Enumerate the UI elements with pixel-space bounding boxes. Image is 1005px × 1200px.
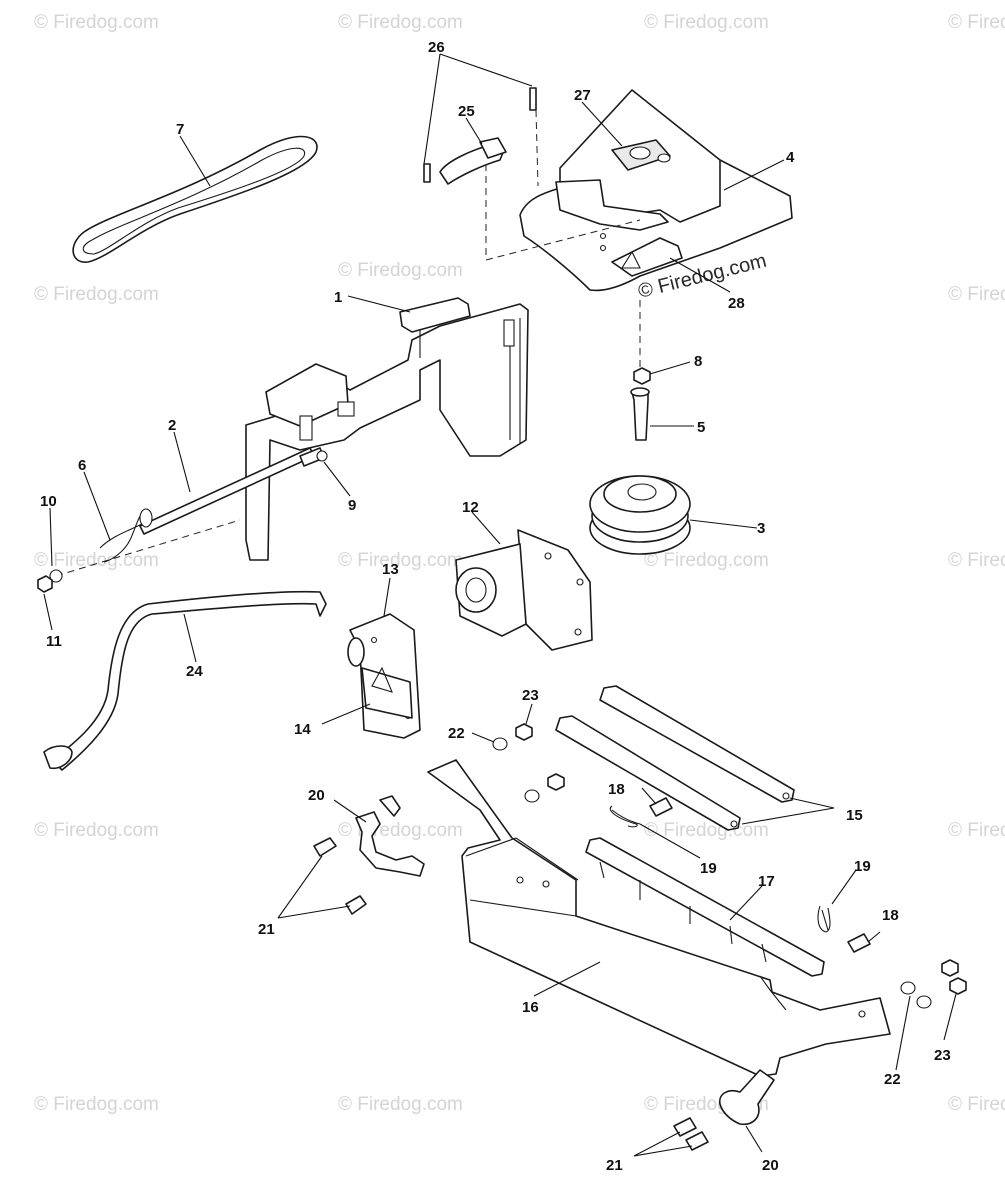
callout-27: 27 (574, 87, 591, 104)
watermark: © Firedog.com (644, 550, 769, 571)
callout-11: 11 (46, 633, 62, 650)
watermark: © Firedog.com (948, 550, 1005, 571)
callout-22b: 22 (884, 1071, 901, 1088)
callout-25: 25 (458, 103, 475, 120)
part-9-bolt (299, 447, 328, 467)
callout-5: 5 (697, 419, 705, 436)
part-18-pin (847, 933, 871, 953)
watermark: © Firedog.com (948, 284, 1005, 305)
watermark: © Firedog.com (338, 820, 463, 841)
part-18-pin (649, 797, 673, 817)
part-24-rod (43, 590, 327, 771)
callout-24: 24 (186, 663, 203, 680)
callout-4: 4 (786, 149, 795, 166)
leader-lines (43, 53, 957, 1157)
part-19-hairpin (817, 905, 831, 933)
watermark: © Firedog.com (338, 550, 463, 571)
part-16-frame (427, 759, 891, 1077)
callout-labels: 1 2 3 4 5 6 7 8 9 10 11 12 13 14 15 16 1… (40, 39, 951, 1174)
part-11-nut (37, 575, 53, 593)
callout-16: 16 (522, 999, 539, 1016)
callout-18a: 18 (608, 781, 625, 798)
part-20-bracket (355, 795, 425, 877)
callout-21a: 21 (258, 921, 275, 938)
watermark: © Firedog.com (338, 1094, 463, 1115)
part-19-hairpin (609, 805, 641, 828)
part-10-washer (49, 569, 63, 583)
callout-23b: 23 (934, 1047, 951, 1064)
callout-21b: 21 (606, 1157, 623, 1174)
callout-28: 28 (728, 295, 745, 312)
part-14-warning-decal (361, 666, 413, 719)
callout-23a: 23 (522, 687, 539, 704)
callout-1: 1 (334, 289, 342, 306)
callout-18b: 18 (882, 907, 899, 924)
callout-8: 8 (694, 353, 702, 370)
callout-14: 14 (294, 721, 311, 738)
watermark: © Firedog.com (948, 12, 1005, 33)
part-21-bolt (685, 1131, 709, 1151)
callout-7: 7 (176, 121, 184, 138)
part-22-washer (492, 737, 932, 1009)
part-23-nut (515, 723, 967, 995)
part-21-bolt (345, 895, 367, 915)
assembly-guide-lines (485, 109, 641, 370)
callout-12: 12 (462, 499, 479, 516)
watermark: © Firedog.com (34, 820, 159, 841)
watermark: © Firedog.com (34, 550, 159, 571)
watermark: © Firedog.com (338, 12, 463, 33)
callout-19a: 19 (700, 860, 717, 877)
callout-9: 9 (348, 497, 356, 514)
callout-26: 26 (428, 39, 445, 56)
callout-22a: 22 (448, 725, 465, 742)
watermark: © Firedog.com (644, 820, 769, 841)
watermark-layer: © Firedog.com © Firedog.com © Firedog.co… (34, 12, 1005, 1115)
part-15-bars (555, 685, 795, 831)
part-4-cover-panel (519, 89, 793, 292)
part-17-slotted-bar (585, 837, 825, 977)
part-7-belt (72, 135, 318, 263)
part-3-pulley (589, 475, 691, 555)
part-6-spring (99, 508, 153, 563)
part-5-spindle (630, 387, 650, 441)
watermark: © Firedog.com (948, 820, 1005, 841)
callout-20a: 20 (308, 787, 325, 804)
callout-2: 2 (168, 417, 176, 434)
watermark: © Firedog.com (644, 12, 769, 33)
callout-13: 13 (382, 561, 399, 578)
part-21-bolt (313, 837, 337, 857)
part-12-angle-bracket (455, 529, 593, 651)
watermark: © Firedog.com (948, 1094, 1005, 1115)
part-20-bracket (718, 1069, 775, 1126)
callout-6: 6 (78, 457, 86, 474)
watermark: © Firedog.com (34, 1094, 159, 1115)
callout-3: 3 (757, 520, 765, 537)
callout-20b: 20 (762, 1157, 779, 1174)
part-25-latch (439, 137, 507, 185)
callout-10: 10 (40, 493, 57, 510)
watermark: © Firedog.com (34, 12, 159, 33)
part-1-main-bracket (245, 297, 529, 561)
watermark: © Firedog.com (338, 260, 463, 281)
callout-17: 17 (758, 873, 775, 890)
part-8-nut (633, 367, 651, 385)
watermark: © Firedog.com (34, 284, 159, 305)
callout-15: 15 (846, 807, 863, 824)
callout-19b: 19 (854, 858, 871, 875)
